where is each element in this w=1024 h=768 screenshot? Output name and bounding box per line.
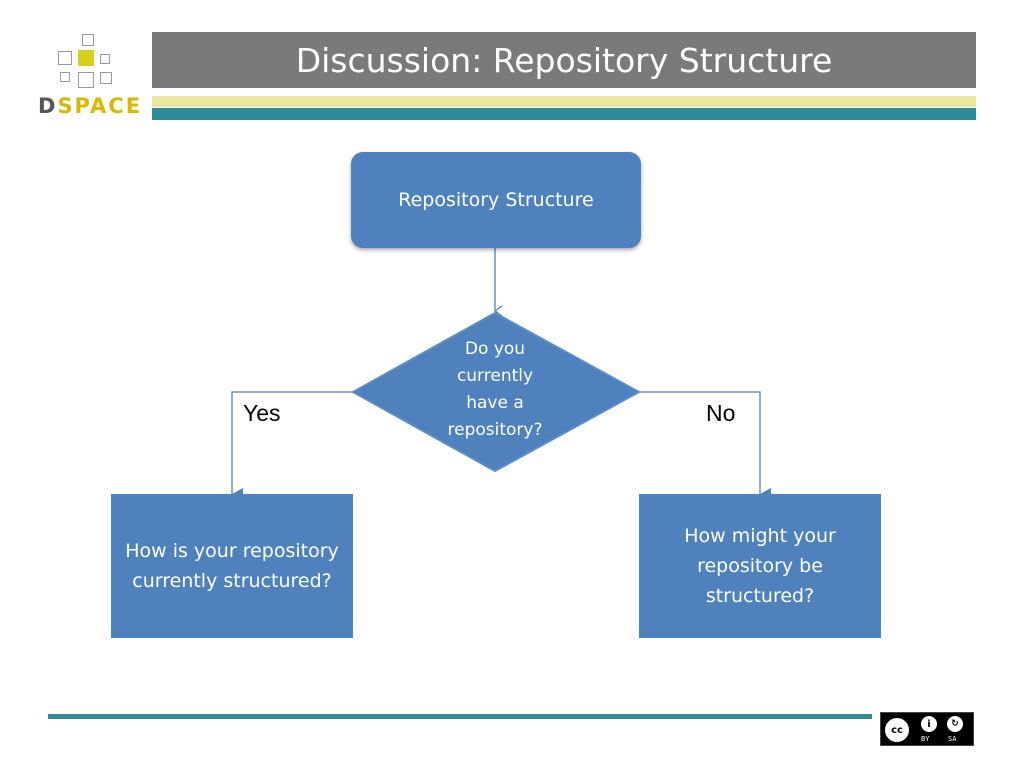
header-band-teal [152, 108, 976, 120]
start-node-label: Repository Structure [398, 189, 594, 211]
footer-rule [48, 714, 872, 719]
logo-letter-d: D [38, 94, 58, 118]
logo-square [78, 72, 94, 88]
yes-outcome-node: How is your repository currently structu… [111, 494, 353, 638]
no-outcome-node: How might your repository be structured? [639, 494, 881, 638]
decision-diamond [350, 311, 642, 473]
logo-square [100, 54, 110, 64]
no-outcome-label: How might your repository be structured? [684, 525, 836, 607]
yes-branch-label: Yes [243, 400, 281, 426]
logo-square [82, 34, 94, 46]
decision-node-label: Do you currently have a repository? [420, 336, 570, 444]
title-bar: Discussion: Repository Structure [152, 32, 976, 88]
yes-outcome-label: How is your repository currently structu… [125, 540, 339, 592]
decision-line: repository? [447, 420, 543, 440]
decision-line: Do you [464, 339, 526, 359]
no-branch-label: No [706, 400, 736, 426]
logo-square [60, 72, 70, 82]
cc-icon: cc [883, 716, 911, 744]
creative-commons-badge: cc i ↻ BY SA [880, 712, 974, 746]
decision-line: currently [456, 366, 534, 386]
logo-wordmark: DSPACE [38, 94, 142, 118]
decision-line: have a [466, 393, 524, 413]
connector-no-branch [637, 391, 771, 500]
logo-square [58, 51, 72, 65]
by-text: BY [921, 735, 930, 743]
slide-title: Discussion: Repository Structure [295, 40, 833, 80]
sa-icon: ↻ [945, 714, 965, 734]
logo-letters-space: SPACE [57, 94, 143, 118]
logo-square [100, 72, 112, 84]
logo-square-accent [78, 50, 94, 66]
by-icon: i [919, 714, 939, 734]
header-band-yellow [152, 96, 976, 107]
start-node: Repository Structure [351, 152, 641, 248]
connector-yes-branch [231, 391, 355, 500]
sa-text: SA [948, 735, 957, 743]
dspace-logo: DSPACE [38, 34, 140, 124]
